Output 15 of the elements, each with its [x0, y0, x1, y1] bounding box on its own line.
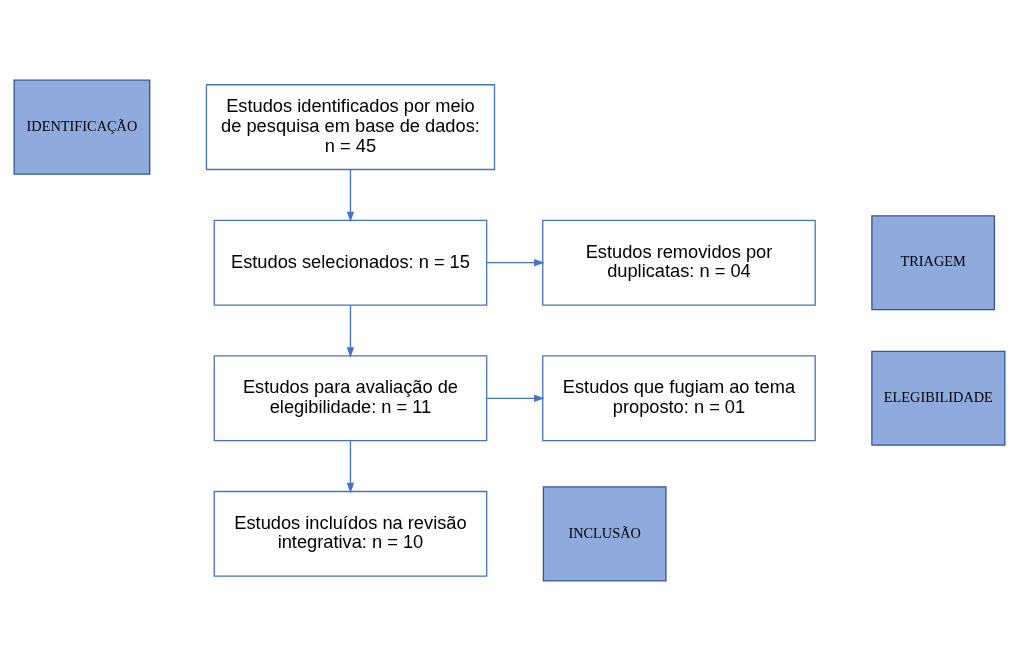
- node-box: Estudos que fugiam ao tema proposto: n = 01: [542, 355, 816, 442]
- node-box: Estudos incluídos na revisão integrativa: n = 10: [213, 490, 488, 577]
- node-box: ELEGIBILIDADE: [871, 350, 1006, 446]
- node-box: Estudos selecionados: n = 15: [213, 219, 488, 306]
- arrow: [346, 440, 355, 494]
- node-box: Estudos removidos por duplicatas: n = 04: [542, 219, 816, 306]
- arrow: [346, 304, 355, 358]
- node-box: IDENTIFICAÇÃO: [13, 79, 151, 175]
- arrow: [486, 259, 545, 267]
- node-box: INCLUSÃO: [542, 486, 667, 582]
- node-box: Estudos para avaliação de elegibilidade: n = 11: [213, 355, 488, 442]
- node-box: TRIAGEM: [871, 215, 996, 311]
- node-box: Estudos identificados por meio de pesquisa em base de dados: n = 45: [205, 84, 496, 171]
- arrow: [346, 169, 355, 223]
- arrow: [486, 394, 545, 402]
